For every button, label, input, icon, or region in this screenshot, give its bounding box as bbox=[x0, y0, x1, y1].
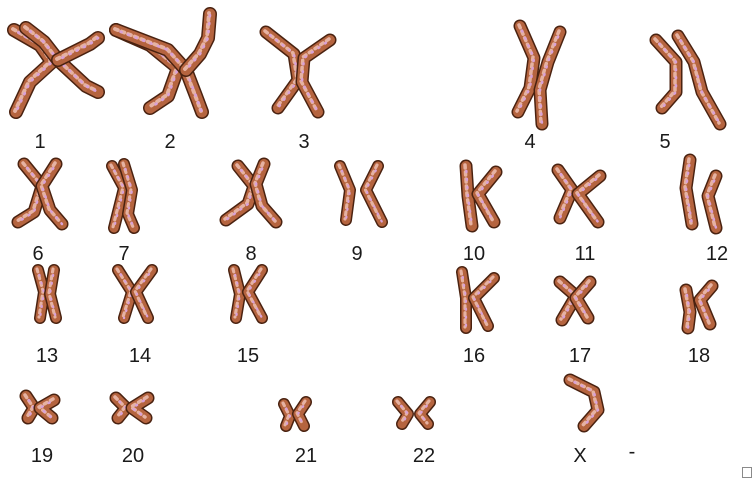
chromosome-16-chromatid bbox=[456, 266, 472, 334]
chromosome-19-chromatid bbox=[19, 389, 41, 425]
chromosome-19-chromatid bbox=[33, 393, 61, 425]
chromosome-8 bbox=[219, 157, 283, 229]
chromosome-14-chromatid bbox=[130, 264, 158, 324]
chromosome-18-chromatid bbox=[679, 283, 697, 335]
chromosome-label-x: X bbox=[573, 445, 587, 467]
chromosome-5-chromatid bbox=[671, 29, 727, 131]
chromosome-4 bbox=[511, 19, 567, 131]
chromosome-label-13: 13 bbox=[35, 345, 59, 367]
chromosome-label-18: 18 bbox=[687, 345, 711, 367]
chromosome-label-1: 1 bbox=[34, 131, 46, 153]
chromosome-17-chromatid bbox=[569, 275, 597, 325]
chromosome-label-11: 11 bbox=[574, 243, 596, 265]
chromosome-3-chromatid bbox=[295, 33, 337, 119]
chromosome-16-chromatid bbox=[468, 272, 500, 332]
chromosome-14 bbox=[112, 264, 158, 324]
chromosome-10-chromatid bbox=[471, 165, 503, 229]
chromosome-label-14: 14 bbox=[128, 345, 152, 367]
chromosome-5 bbox=[649, 29, 727, 131]
chromosome-20-chromatid bbox=[109, 391, 133, 425]
chromosome-2-chromatid bbox=[179, 7, 217, 77]
chromosome-label-17: 17 bbox=[568, 345, 592, 367]
chromosome-9 bbox=[334, 160, 388, 228]
corner-marker bbox=[742, 467, 752, 478]
chromosome-label-2: 2 bbox=[164, 131, 176, 153]
missing-y-chromosome-mark: - bbox=[628, 441, 636, 463]
chromosome-19 bbox=[19, 389, 61, 425]
chromosome-22-chromatid bbox=[392, 396, 414, 430]
chromosome-14-chromatid bbox=[112, 264, 138, 324]
chromosome-12 bbox=[679, 153, 723, 235]
chromosome-label-22: 22 bbox=[412, 445, 436, 467]
chromosome-12-chromatid bbox=[701, 169, 723, 235]
chromosome-11-chromatid bbox=[571, 169, 607, 229]
chromosome-4-chromatid bbox=[533, 25, 567, 131]
chromosome-13-chromatid bbox=[44, 264, 62, 324]
chromosome-6-chromatid bbox=[11, 157, 49, 229]
chromosome-15-chromatid bbox=[242, 264, 268, 324]
chromosome-7 bbox=[106, 158, 140, 234]
chromosome-2 bbox=[109, 7, 217, 119]
chromosome-7-chromatid bbox=[106, 160, 130, 234]
chromosome-label-19: 19 bbox=[30, 445, 54, 467]
chromosome-3-chromatid bbox=[259, 25, 305, 115]
chromosome-8-chromatid bbox=[219, 159, 261, 227]
chromosome-label-3: 3 bbox=[298, 131, 310, 153]
chromosome-12-chromatid bbox=[679, 153, 699, 231]
chromosome-label-21: 21 bbox=[294, 445, 318, 467]
chromosome-10-chromatid bbox=[459, 159, 479, 233]
chromosome-4-chromatid bbox=[511, 19, 541, 119]
chromosome-8-chromatid bbox=[249, 157, 283, 229]
chromosome-label-6: 6 bbox=[32, 243, 44, 265]
chromosome-label-15: 15 bbox=[236, 345, 260, 367]
chromosome-21 bbox=[278, 396, 312, 432]
chromosome-label-12: 12 bbox=[705, 243, 729, 265]
chromosome-11-chromatid bbox=[551, 163, 579, 225]
chromosome-10 bbox=[459, 159, 503, 233]
chromosome-1 bbox=[7, 21, 105, 119]
chromosome-21-chromatid bbox=[278, 398, 296, 432]
chromosome-9-chromatid bbox=[360, 160, 388, 228]
chromosome-18 bbox=[679, 279, 719, 335]
chromosome-1-chromatid bbox=[51, 31, 105, 67]
chromosome-label-16: 16 bbox=[462, 345, 486, 367]
chromosome-5-chromatid bbox=[649, 33, 683, 115]
chromosome-22 bbox=[392, 396, 436, 430]
chromosome-9-chromatid bbox=[334, 160, 356, 226]
chromosome-label-10: 10 bbox=[462, 243, 486, 265]
chromosome-label-8: 8 bbox=[245, 243, 257, 265]
chromosome-label-7: 7 bbox=[118, 243, 130, 265]
chromosome-15-chromatid bbox=[228, 264, 246, 324]
chromosome-6 bbox=[11, 157, 69, 231]
chromosome-15 bbox=[228, 264, 268, 324]
chromosome-label-4: 4 bbox=[524, 131, 536, 153]
chromosome-11 bbox=[551, 163, 607, 229]
chromosome-x bbox=[563, 373, 605, 433]
chromosome-13 bbox=[32, 264, 62, 324]
chromosome-22-chromatid bbox=[414, 396, 436, 430]
chromosome-16 bbox=[456, 266, 500, 334]
chromosome-label-9: 9 bbox=[351, 243, 363, 265]
chromosome-20 bbox=[109, 391, 155, 425]
chromosome-6-chromatid bbox=[35, 157, 69, 231]
chromosome-label-5: 5 bbox=[659, 131, 671, 153]
chromosome-label-20: 20 bbox=[121, 445, 145, 467]
chromosome-20-chromatid bbox=[125, 391, 155, 425]
chromosome-17 bbox=[553, 275, 597, 327]
chromosome-x-chromatid bbox=[563, 373, 605, 433]
chromosome-3 bbox=[259, 25, 337, 119]
chromosome-13-chromatid bbox=[32, 264, 50, 324]
chromosome-18-chromatid bbox=[693, 279, 719, 331]
chromosome-7-chromatid bbox=[118, 158, 140, 234]
chromosome-21-chromatid bbox=[292, 396, 312, 432]
